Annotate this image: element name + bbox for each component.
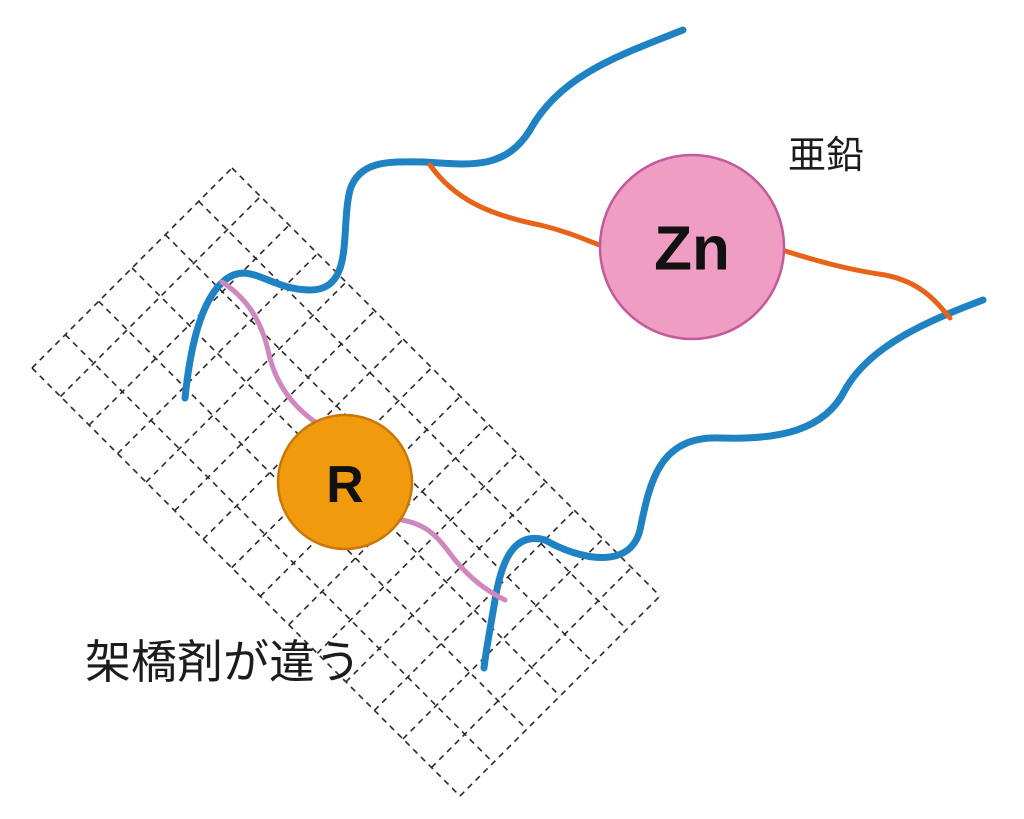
mesh-grid-line (345, 481, 547, 683)
crosslinker-node: R (276, 413, 414, 551)
mesh-grid-line (202, 338, 404, 540)
mesh-grid-line (430, 566, 633, 769)
mesh-grid-line (288, 424, 490, 626)
mesh-grid-line (316, 452, 518, 654)
zinc-name-label: 亜鉛 (788, 133, 864, 177)
zinc-bond-left (427, 162, 611, 251)
zinc-symbol-label: Zn (654, 215, 730, 284)
crosslinker-symbol-label: R (326, 456, 364, 514)
zinc-circle-icon (598, 153, 786, 341)
mesh-grid-line (259, 395, 461, 597)
crosslinker-bond-upper (219, 279, 321, 427)
zinc-bond-right (779, 247, 953, 321)
polymer-chain-lower (480, 296, 987, 672)
crosslink-mesh-grid (31, 167, 661, 797)
mesh-grid-line (198, 200, 628, 630)
mesh-grid-line (174, 310, 376, 512)
mesh-grid-line (231, 167, 661, 597)
crosslinker-circle-icon (276, 413, 414, 551)
mesh-grid-line (64, 334, 494, 764)
polymer-chain-upper (181, 26, 687, 402)
mesh-grid-line (88, 224, 290, 426)
mesh-grid-line (31, 167, 233, 369)
mesh-grid-line (459, 595, 661, 797)
mesh-grid-line (231, 367, 433, 569)
mesh-grid-line (31, 367, 461, 797)
zinc-node: Zn (598, 153, 786, 341)
mesh-grid-line (373, 509, 575, 711)
crosslinker-bond-lower (399, 517, 508, 603)
crosslinker-caption: 架橋剤が違う (85, 635, 361, 689)
mesh-grid-line (145, 281, 347, 483)
mesh-grid-line (59, 195, 262, 398)
mesh-grid-line (402, 538, 604, 740)
